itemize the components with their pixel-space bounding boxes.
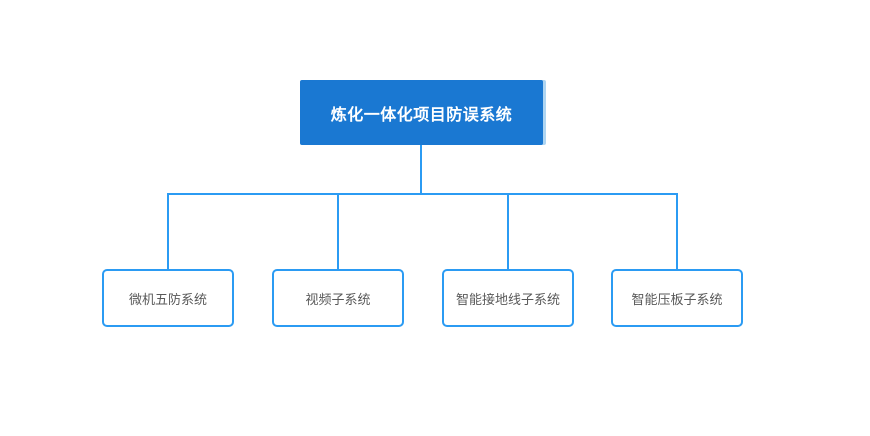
child-node-label: 视频子系统: [305, 291, 371, 307]
child-node-label: 微机五防系统: [128, 291, 207, 307]
child-node-grounding[interactable]: 智能接地线子系统: [442, 269, 574, 327]
connector-drop-4: [676, 193, 678, 269]
connector-drop-1: [167, 193, 169, 269]
connector-drop-3: [507, 193, 509, 269]
child-node-label: 智能接地线子系统: [455, 291, 560, 307]
connector-horizontal-bar: [167, 193, 678, 195]
child-node-wjwf[interactable]: 微机五防系统: [102, 269, 234, 327]
child-node-pressplate[interactable]: 智能压板子系统: [611, 269, 743, 327]
root-node[interactable]: 炼化一体化项目防误系统: [300, 80, 543, 145]
child-node-label: 智能压板子系统: [631, 291, 723, 307]
child-node-video[interactable]: 视频子系统: [272, 269, 404, 327]
root-node-label: 炼化一体化项目防误系统: [330, 106, 513, 124]
connector-drop-2: [337, 193, 339, 269]
connector-root-stem: [420, 145, 422, 194]
